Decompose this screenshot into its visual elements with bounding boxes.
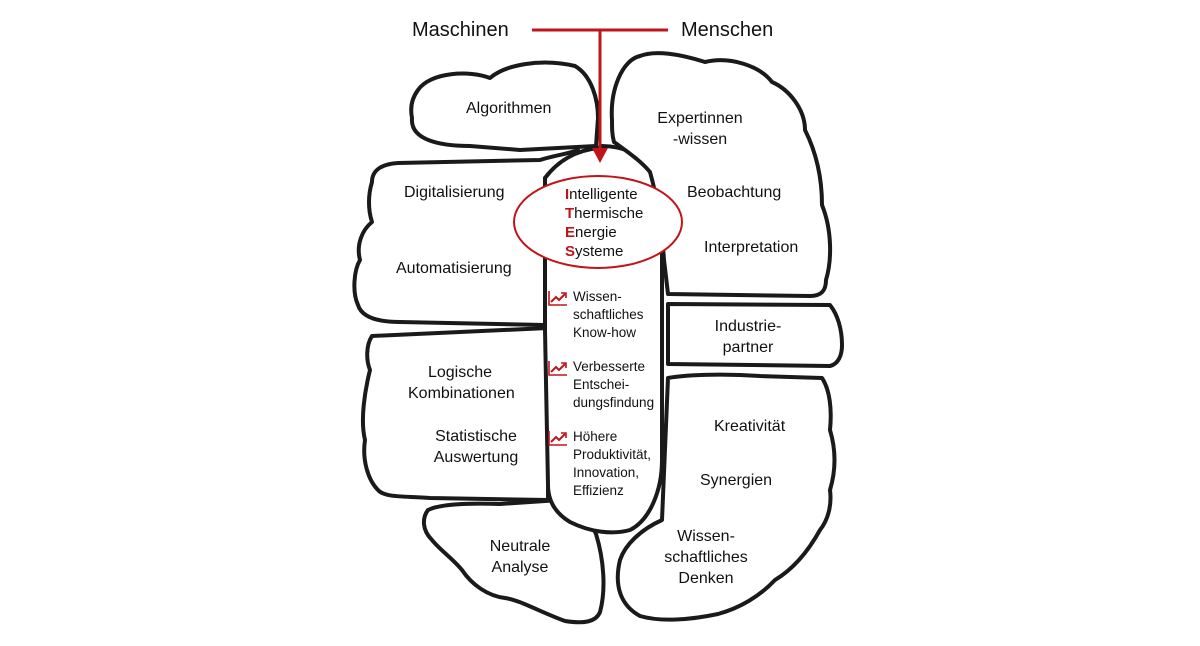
ites-acronym: Intelligente Thermische Energie Systeme (565, 185, 643, 261)
label-interpretation: Interpretation (704, 239, 799, 256)
header-maschinen: Maschinen (412, 19, 509, 41)
trend-up-icon (548, 361, 567, 376)
label-synergien: Synergien (700, 472, 773, 489)
label-expertinnen: Expertinnen-wissen (657, 110, 743, 148)
label-kreativitaet: Kreativität (714, 418, 786, 435)
lobe-industrie (666, 302, 844, 368)
label-beobachtung: Beobachtung (687, 184, 782, 201)
trend-up-icon (548, 291, 567, 306)
ites-line-1: Intelligente (565, 186, 638, 203)
ites-line-3: Energie (565, 224, 617, 241)
label-industrie: Industrie-partner (714, 318, 782, 356)
header-menschen: Menschen (681, 19, 774, 41)
ites-oval (513, 175, 683, 269)
ites-line-4: Systeme (565, 243, 624, 260)
label-algorithmen: Algorithmen (466, 100, 552, 117)
label-automatisierung: Automatisierung (396, 260, 512, 277)
lobe-algorithmen (409, 60, 600, 152)
lobe-digitalisierung (352, 148, 580, 327)
label-digitalisierung: Digitalisierung (404, 184, 505, 201)
ites-line-2: Thermische (565, 205, 644, 222)
lobe-logische (360, 326, 550, 502)
trend-up-icon (548, 431, 567, 446)
arrow-head-icon (592, 148, 608, 163)
lobe-kreativitaet (615, 372, 837, 622)
